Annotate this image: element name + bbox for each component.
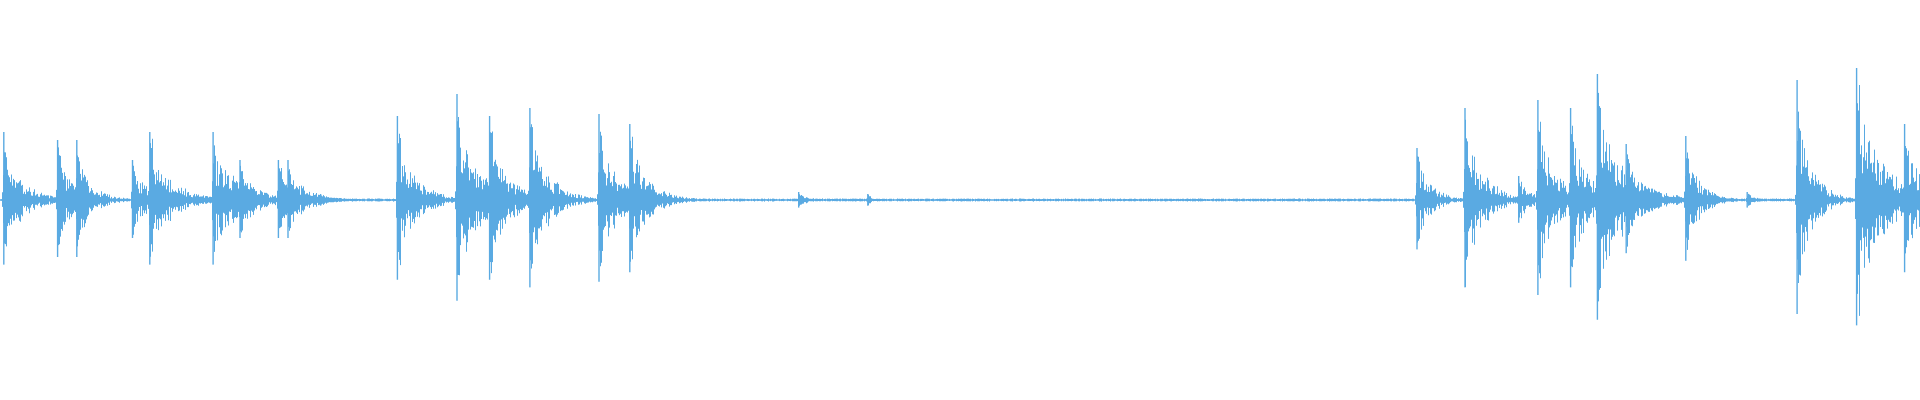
waveform-peaks [0, 68, 1920, 326]
